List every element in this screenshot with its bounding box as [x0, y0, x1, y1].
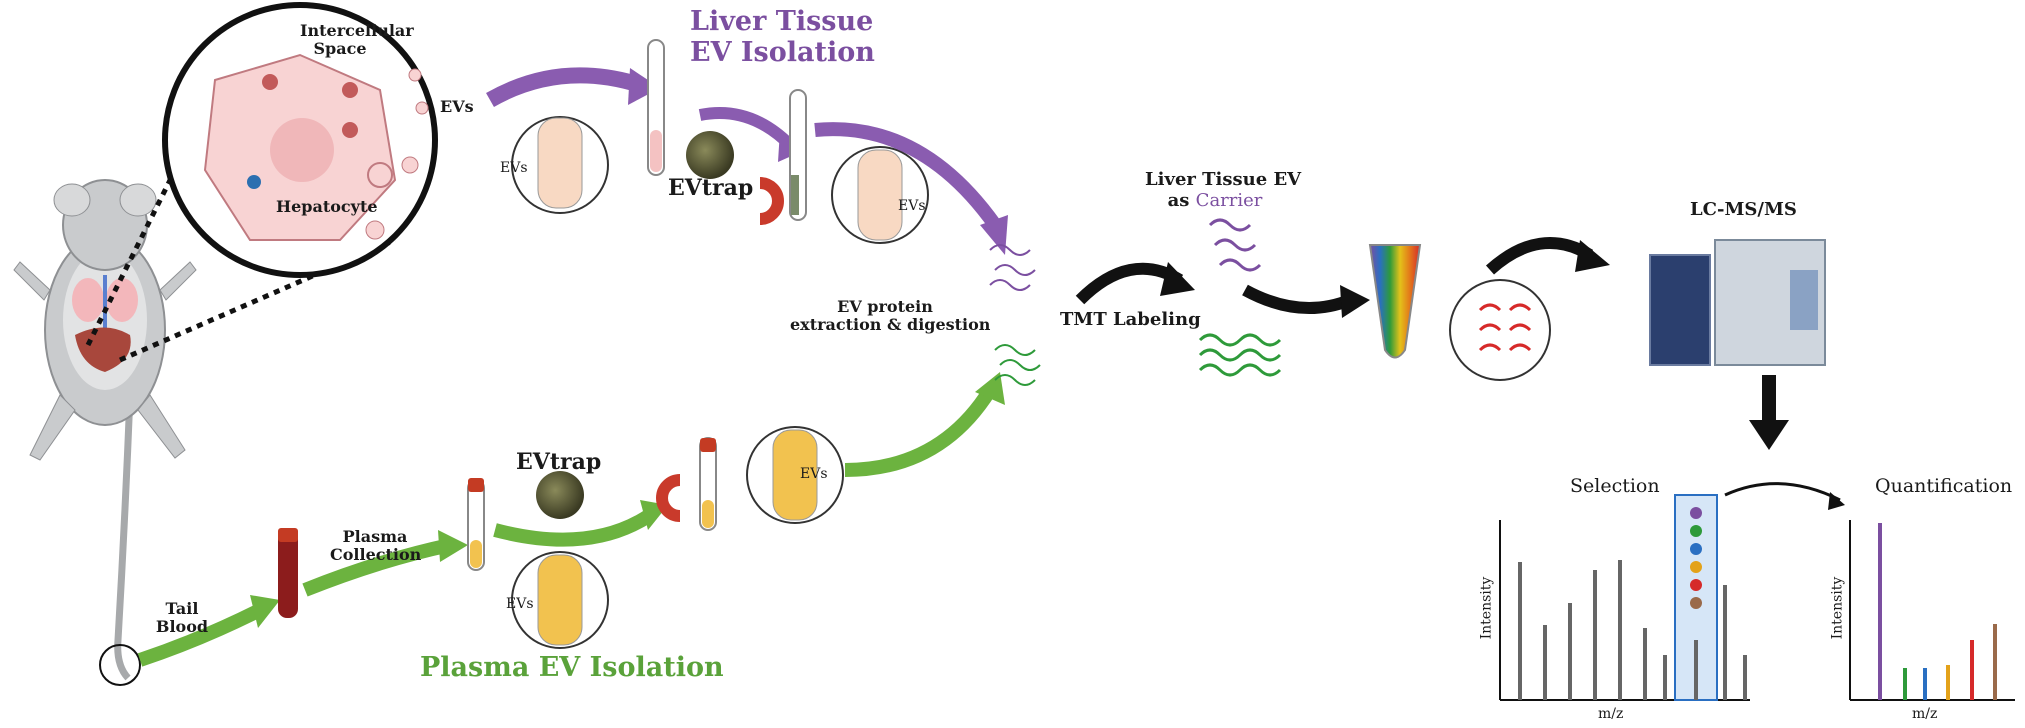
- tmt-labeling-label: TMT Labeling: [1060, 309, 1201, 330]
- plasma-collection-label: Plasma Collection: [330, 527, 422, 565]
- carrier-line2: as Carrier: [1145, 189, 1285, 212]
- quantification-spectrum: [1849, 520, 2015, 701]
- tail-blood-label: Tail Blood: [152, 599, 212, 637]
- liver-isolation-title: Liver Tissue EV Isolation: [690, 6, 875, 69]
- tail-blood-line2: Blood: [155, 617, 209, 637]
- mouse-illustration: [13, 179, 197, 681]
- hepatocyte-zoom: [85, 2, 438, 363]
- quantification-title: Quantification: [1875, 475, 2013, 497]
- plasma-collection-line2: Collection: [330, 545, 422, 565]
- digestion-line1: EV protein: [837, 297, 933, 316]
- zoom-evs-label: EVs: [440, 97, 474, 116]
- digestion-line2: extraction & digestion: [790, 315, 991, 335]
- intercellular-line2: Space: [313, 39, 367, 59]
- liver-magnet-evs-label: EVs: [898, 198, 926, 214]
- lcms-label: LC-MS/MS: [1690, 199, 1797, 220]
- plasma-evtrap-label: EVtrap: [516, 449, 602, 475]
- liver-isolation-line1: Liver Tissue: [690, 6, 874, 37]
- selection-ylabel: Intensity: [1478, 576, 1495, 640]
- mass-spec-artwork: [1075, 218, 1826, 450]
- liver-tube-evs-label: EVs: [500, 160, 528, 176]
- liver-isolation-line2: EV Isolation: [690, 37, 875, 69]
- selection-xlabel: m/z: [1598, 706, 1624, 722]
- intercellular-space-label: Intercellular Space: [300, 21, 414, 59]
- plasma-tube-evs-label: EVs: [506, 596, 534, 612]
- quantification-ylabel: Intensity: [1829, 576, 1846, 640]
- carrier-label: Liver Tissue EV as Carrier: [1145, 169, 1302, 212]
- liver-branch-artwork: [486, 39, 1036, 291]
- liver-evtrap-label: EVtrap: [668, 175, 754, 201]
- plasma-branch-artwork: [99, 344, 1041, 686]
- digestion-label: EV protein extraction & digestion: [790, 297, 991, 335]
- plasma-magnet-evs-label: EVs: [800, 466, 828, 482]
- carrier-line1: Liver Tissue EV: [1145, 169, 1302, 190]
- hepatocyte-label: Hepatocyte: [276, 197, 378, 216]
- quantification-xlabel: m/z: [1912, 706, 1938, 722]
- selection-title: Selection: [1570, 475, 1660, 497]
- tail-blood-line1: Tail: [165, 599, 199, 618]
- selection-spectrum: [1499, 482, 1845, 701]
- intercellular-line1: Intercellular: [300, 21, 414, 40]
- carrier-highlight: Carrier: [1195, 189, 1263, 211]
- plasma-collection-line1: Plasma: [342, 527, 408, 546]
- carrier-line2-prefix: as: [1167, 189, 1196, 211]
- plasma-isolation-title: Plasma EV Isolation: [420, 652, 724, 683]
